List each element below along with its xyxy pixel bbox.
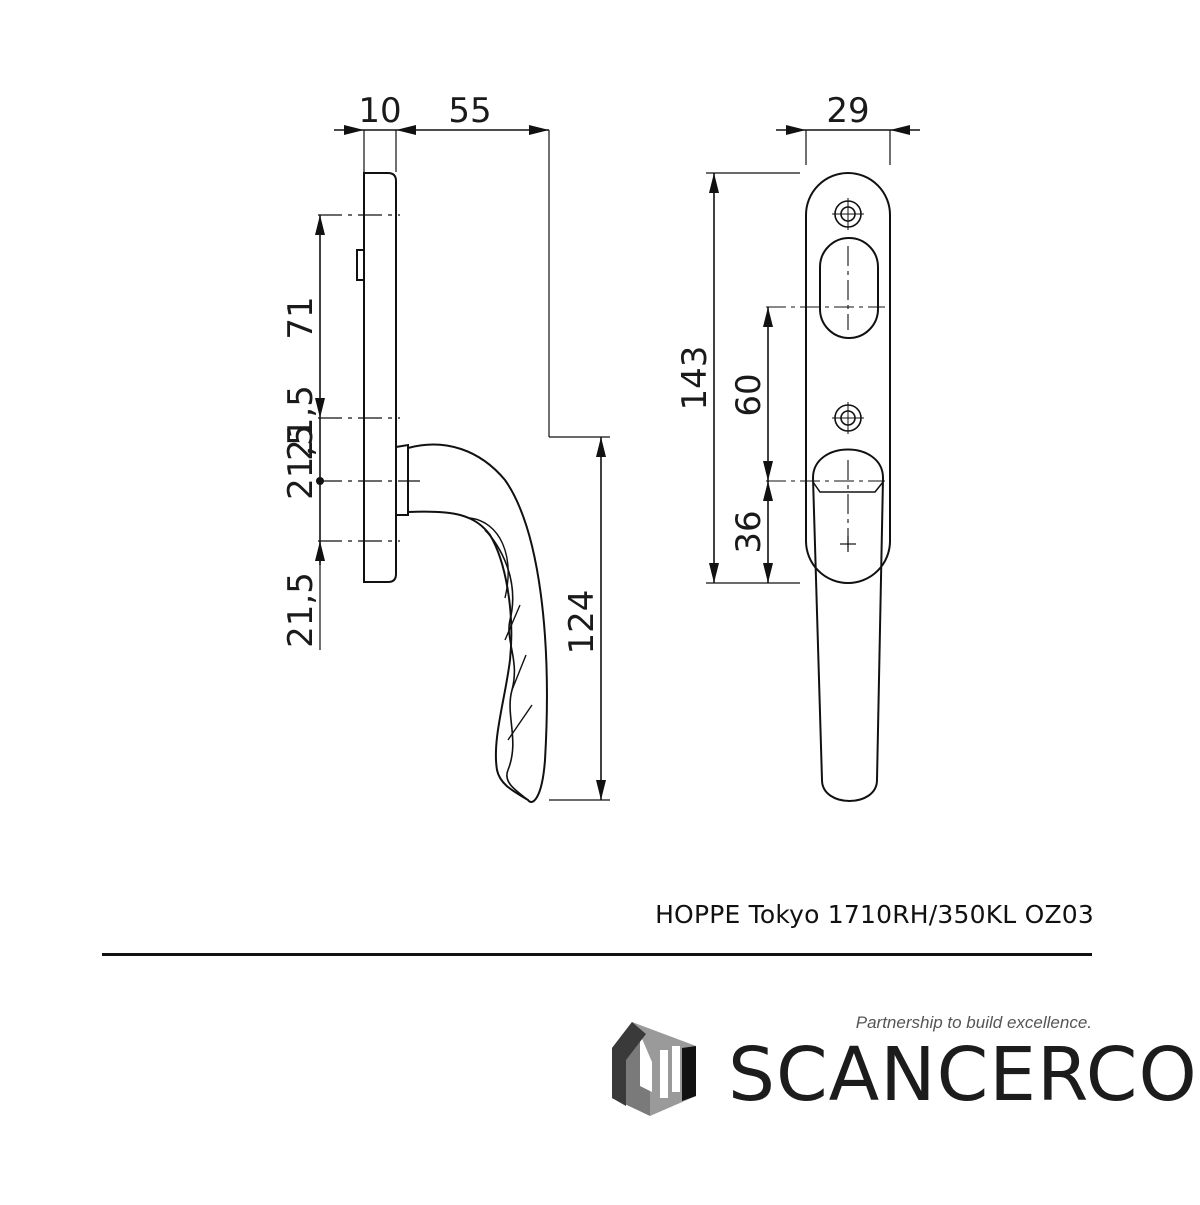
front-view-dimension-labels: 29 143 60 36 [675, 91, 870, 554]
side-handle-grip-inner [469, 517, 533, 741]
front-handle-neck [812, 481, 884, 493]
side-handle-neck [395, 443, 409, 516]
brand-name: SCANCERCO [728, 1032, 1198, 1118]
front-view-center-lines [766, 246, 885, 550]
side-plate-tab [356, 249, 365, 281]
front-slot [819, 237, 879, 339]
dim-screw-spacing: 60 [729, 373, 769, 416]
side-view-extension-lines [318, 130, 610, 801]
side-view [356, 172, 548, 803]
dim-handle-length: 124 [562, 590, 602, 655]
front-screw-bottom [832, 402, 864, 434]
dim-spacing-mid2: 21,5 [281, 424, 321, 500]
dim-spacing-top: 71 [281, 296, 321, 339]
front-screw-top [832, 198, 864, 230]
side-plate [363, 172, 397, 583]
side-handle [407, 443, 548, 803]
front-view-crosses [840, 536, 856, 552]
dim-spacing-bottom: 21,5 [281, 572, 321, 648]
scancerco-logo-icon [612, 1022, 696, 1116]
brand-tagline: Partnership to build excellence. [855, 1013, 1092, 1032]
dim-projection: 55 [448, 91, 491, 131]
dim-plate-width: 29 [826, 91, 869, 131]
dim-plate-height: 143 [675, 346, 715, 411]
dim-plate-thickness: 10 [358, 91, 401, 131]
product-caption: HOPPE Tokyo 1710RH/350KL OZ03 [655, 900, 1094, 929]
front-view [805, 172, 891, 802]
side-view-dimension-labels: 10 55 71 21,5 21,5 21,5 124 [281, 91, 602, 654]
front-plate [805, 172, 891, 584]
front-view-extension-lines [706, 130, 891, 584]
dim-spacing-mid: 21,5 [281, 385, 321, 461]
dim-spindle-offset: 36 [729, 510, 769, 553]
front-view-dimensions [709, 125, 920, 583]
divider [102, 953, 1092, 956]
front-handle [811, 448, 885, 802]
side-view-dimensions [315, 125, 606, 800]
